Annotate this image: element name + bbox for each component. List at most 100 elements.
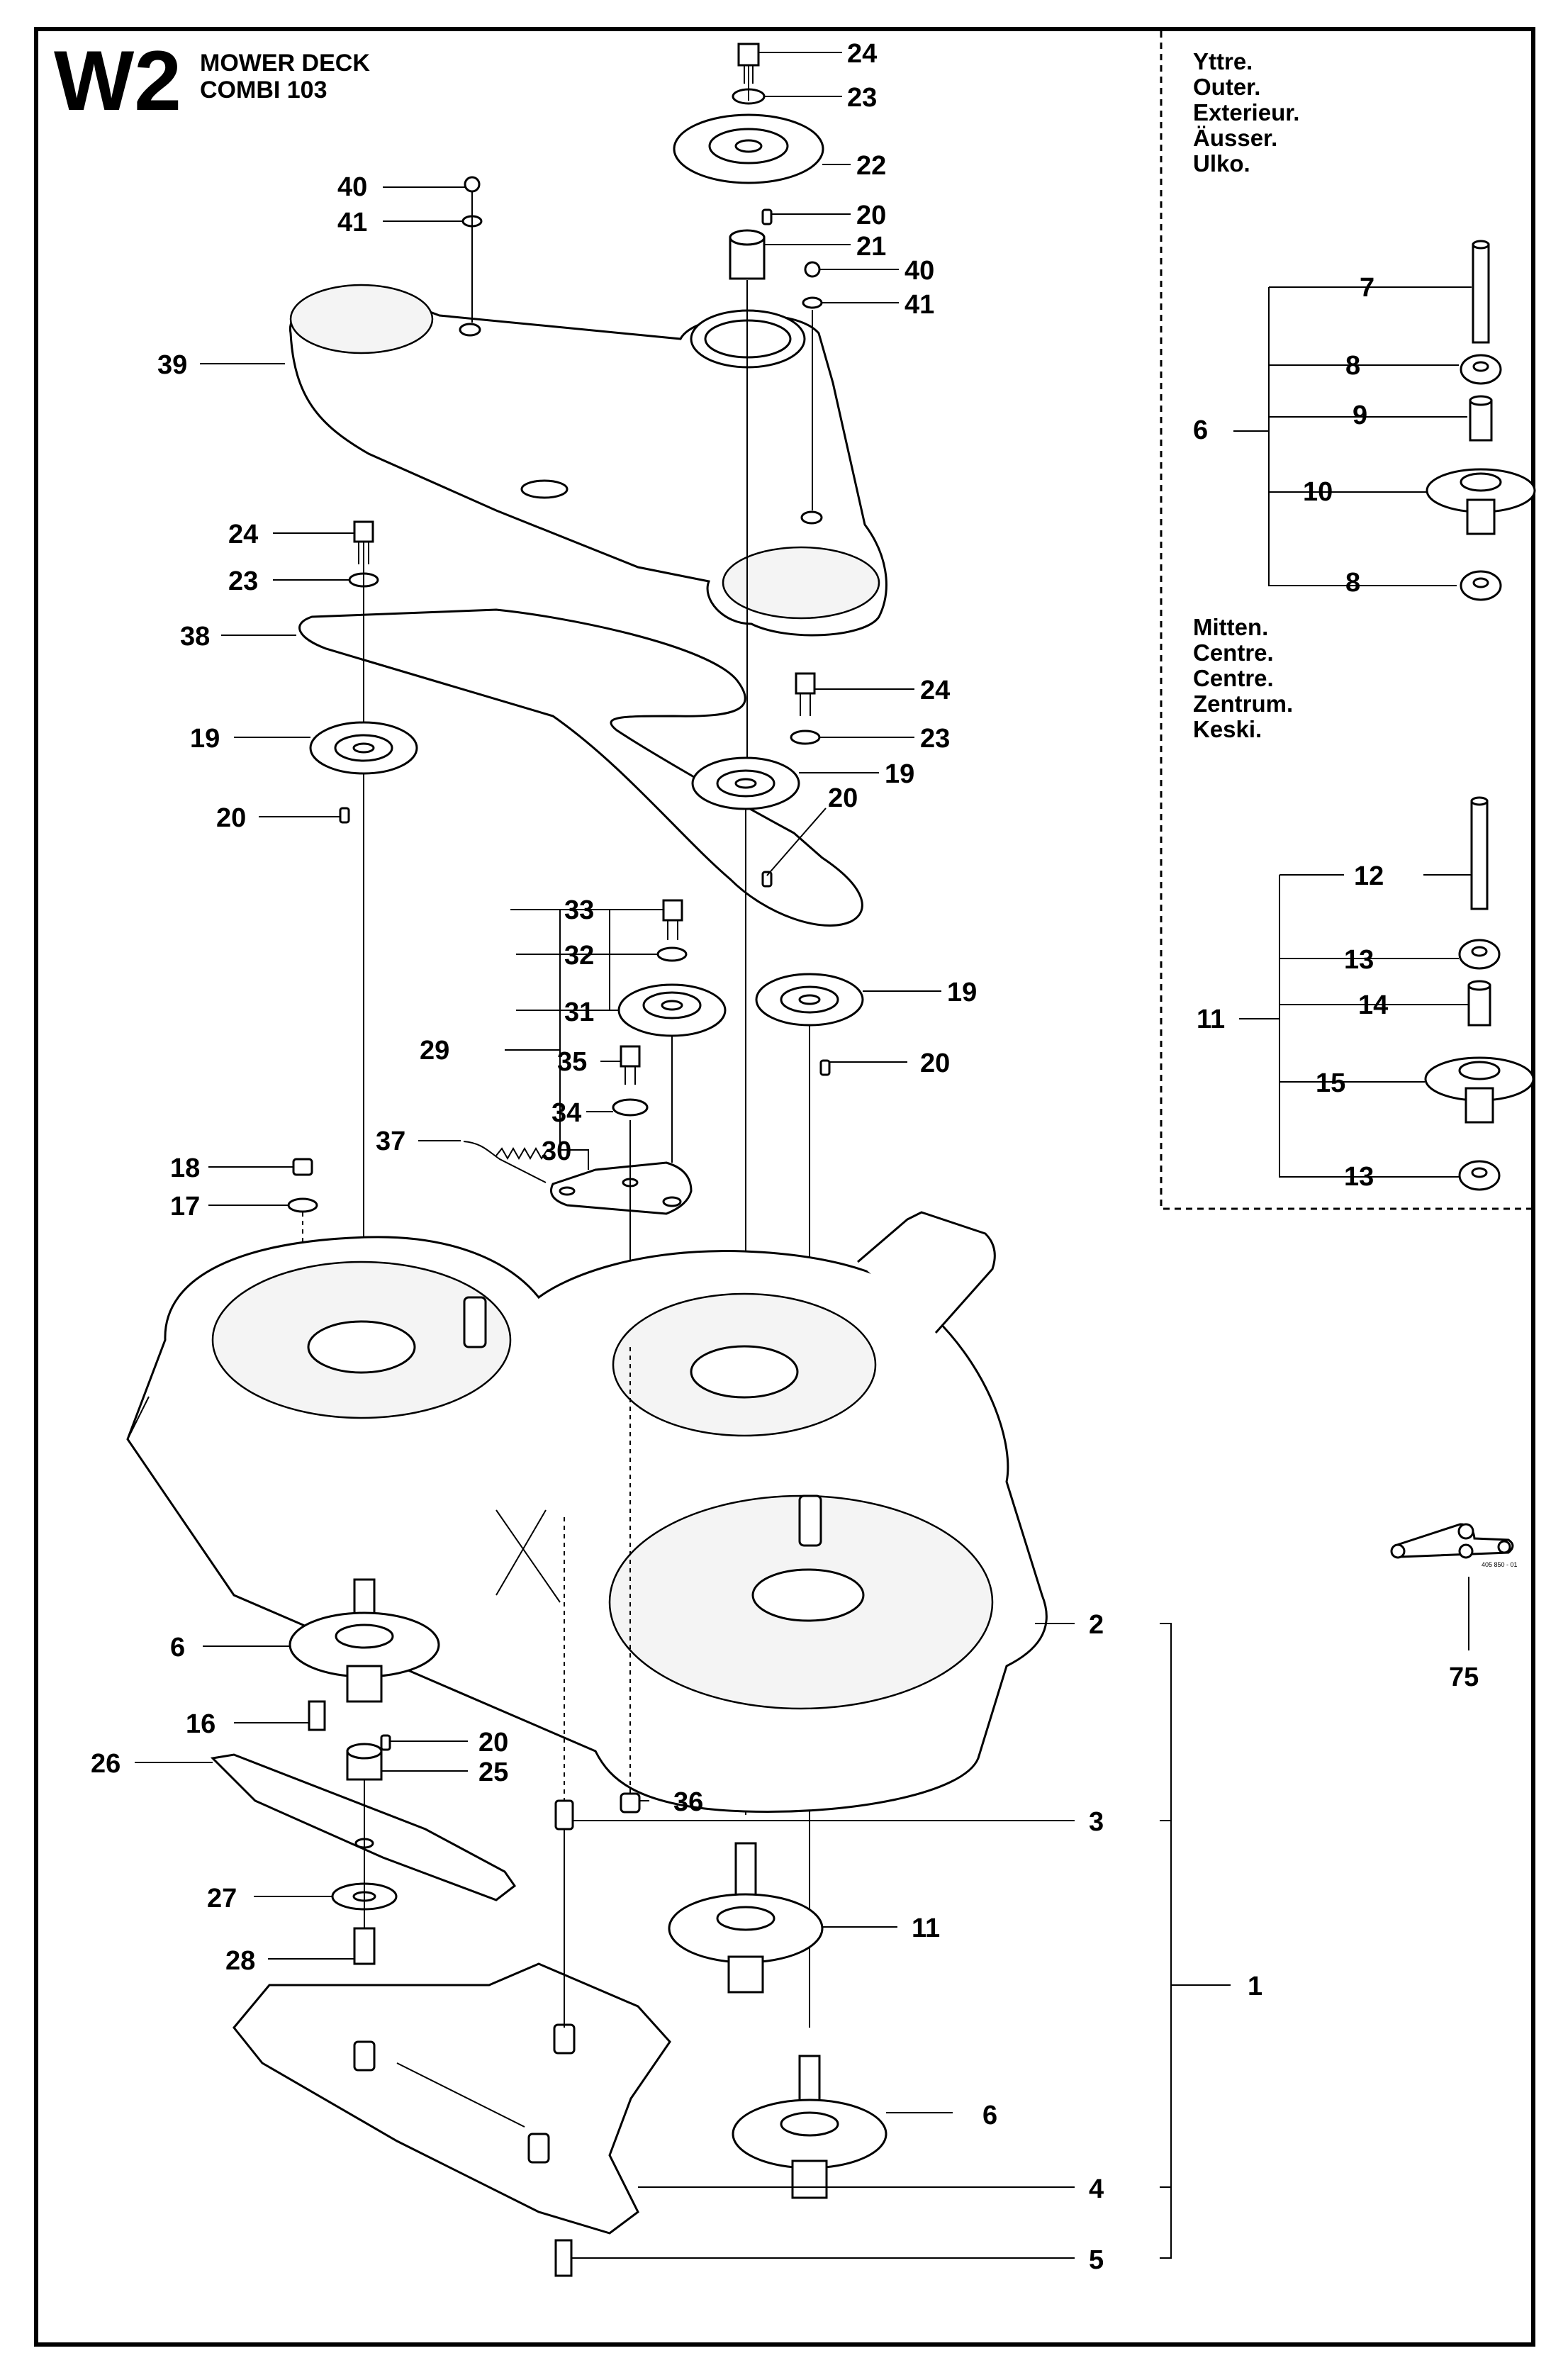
callout-38: 38: [180, 622, 210, 652]
adapter-25-top: [346, 1743, 383, 1760]
callout-16: 16: [186, 1709, 215, 1739]
centre-spacer-top: [1467, 980, 1491, 991]
guard-boss-left: [353, 2040, 376, 2072]
middle-key: [761, 871, 773, 888]
callout-31: 31: [564, 998, 594, 1027]
callout-p6: 6: [1193, 415, 1208, 445]
callout-6a: 6: [170, 1633, 185, 1662]
callout-19c: 19: [947, 978, 977, 1007]
left-spindle-neck: [346, 1665, 383, 1703]
thumbnail-pulley-2: [1457, 1523, 1474, 1540]
callout-26: 26: [91, 1749, 121, 1779]
callout-p13a: 13: [1344, 945, 1374, 975]
centre-shaft-top: [1470, 796, 1489, 806]
centre-bracket: [1239, 874, 1472, 1178]
diagram-code: W2: [54, 33, 181, 128]
top-drive-pulley-bore: [734, 139, 763, 153]
assembly-bracket-1: [1160, 1623, 1231, 2259]
arm-spacer: [612, 1098, 649, 1117]
guard-boss-right: [527, 2133, 550, 2164]
stud-3: [554, 1799, 574, 1831]
callout-17: 17: [170, 1192, 200, 1222]
deck-handle: [857, 1211, 996, 1334]
left-spindle-assembly: [210, 1578, 517, 1965]
outer-bracket: [1233, 286, 1467, 586]
callout-40a: 40: [337, 172, 367, 202]
centre-spindle-panel: Mitten. Centre. Centre. Zentrum. Keski. …: [1193, 614, 1535, 1192]
middle-bolt-head: [795, 672, 816, 695]
deck-left-post: [463, 1296, 487, 1348]
outer-spacer-top: [1469, 395, 1493, 406]
callout-p11: 11: [1197, 1005, 1225, 1034]
top-key: [761, 208, 773, 225]
left-bolt-thread: [358, 542, 369, 564]
left-pulley-stack: [309, 520, 418, 1588]
centre-label-2: Centre.: [1193, 665, 1274, 691]
middle-pulley-stack: [691, 376, 821, 1815]
right-spindle-neck: [791, 2159, 828, 2199]
deck-right-post: [798, 1494, 822, 1547]
leader-30: [559, 1050, 589, 1170]
callout-4: 4: [1089, 2174, 1104, 2204]
callout-32: 32: [564, 941, 594, 971]
callout-23c: 23: [920, 724, 950, 754]
belt-cover: [289, 284, 887, 637]
callout-3: 3: [1089, 1807, 1104, 1837]
outer-bearing-lower-bore: [1472, 577, 1489, 588]
centre-bearing-lower-bore: [1471, 1167, 1488, 1178]
tensioner-arm-hole-3: [662, 1196, 682, 1207]
title-line-1: MOWER DECK: [200, 50, 370, 77]
right-spindle-assembly: [732, 2055, 887, 2199]
washer-17: [287, 1197, 318, 1213]
centre-spindle-hub: [716, 1906, 775, 1931]
outer-label-4: Ulko.: [1193, 150, 1250, 177]
outer-bearing-upper-bore: [1472, 361, 1489, 372]
tensioner-bolt-head: [662, 899, 683, 922]
nut-18: [292, 1158, 313, 1176]
callout-24c: 24: [920, 676, 950, 705]
right-key: [819, 1059, 831, 1076]
guard-bolt-5: [554, 2239, 573, 2277]
callout-34: 34: [551, 1098, 581, 1128]
panel-separator: [1160, 31, 1531, 1210]
key-20-lower: [380, 1734, 391, 1751]
top-spacer-bushing-top: [729, 229, 766, 246]
left-key: [339, 807, 350, 824]
centre-spindle-neck: [727, 1955, 764, 1994]
outer-spacer: [1469, 399, 1493, 442]
callout-p14: 14: [1358, 990, 1388, 1020]
callout-p10: 10: [1303, 477, 1333, 507]
leader-lines: [135, 52, 1231, 2259]
centre-spindle-assembly: [668, 1842, 824, 1994]
callout-p8b: 8: [1345, 568, 1360, 598]
outer-spindle-hub: [1460, 472, 1502, 492]
callout-18: 18: [170, 1153, 200, 1183]
callout-41b: 41: [905, 290, 934, 320]
outer-shaft-top: [1472, 240, 1490, 250]
callout-40b: 40: [905, 256, 934, 286]
deck-x-emboss: [495, 1509, 561, 1603]
centre-spindle-shaft: [734, 1842, 757, 1898]
outer-label-2: Exterieur.: [1193, 99, 1299, 125]
callout-36: 36: [673, 1787, 703, 1817]
tensioner-arm: [550, 1161, 693, 1215]
callout-23b: 23: [228, 566, 258, 596]
outer-label-1: Outer.: [1193, 74, 1260, 100]
belt-cover-left-dome: [289, 284, 434, 354]
bolt-28: [353, 1927, 376, 1965]
left-spindle-hub: [335, 1624, 394, 1649]
nut-36: [620, 1792, 641, 1814]
tension-spring-coils: [495, 1146, 548, 1161]
tensioner-washer: [656, 946, 688, 962]
screw-40-left: [464, 176, 481, 193]
centre-label-1: Centre.: [1193, 639, 1274, 666]
callout-75: 75: [1449, 1662, 1479, 1692]
callout-20c: 20: [828, 783, 858, 813]
screw-40-right: [804, 261, 821, 278]
centre-spacer: [1467, 984, 1491, 1027]
deck-left-spindle-hole: [307, 1320, 416, 1374]
tension-spring: [463, 1141, 547, 1183]
callout-25: 25: [478, 1758, 508, 1787]
callout-11a: 11: [912, 1913, 940, 1943]
tensioner-pulley-bore: [661, 1000, 683, 1011]
